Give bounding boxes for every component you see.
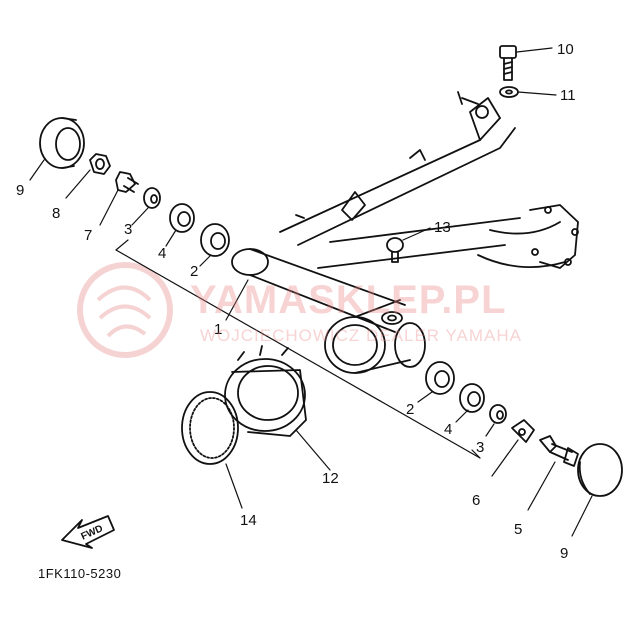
cap-9-right bbox=[577, 443, 623, 497]
bolt-10 bbox=[499, 45, 517, 81]
callout-4-right: 4 bbox=[444, 421, 452, 438]
callout-6: 6 bbox=[472, 492, 480, 509]
callout-labels: 10 11 9 8 7 3 4 2 13 1 2 4 3 6 5 9 12 14 bbox=[16, 41, 576, 562]
watermark-logo bbox=[77, 262, 173, 358]
rubber-boot-12 bbox=[224, 345, 307, 437]
gasket-ring-14 bbox=[181, 391, 239, 465]
bearing-2-left bbox=[200, 223, 230, 257]
callout-2-left: 2 bbox=[190, 263, 198, 280]
fwd-arrow-icon: FWD bbox=[61, 515, 115, 549]
callout-13: 13 bbox=[434, 219, 451, 236]
bearing-2-right bbox=[425, 361, 455, 395]
callout-4-left: 4 bbox=[158, 245, 166, 262]
callout-11: 11 bbox=[560, 87, 576, 104]
callout-5: 5 bbox=[514, 521, 522, 538]
nut-8 bbox=[89, 153, 111, 175]
oil-seal-9-left bbox=[39, 117, 85, 169]
bearing-4-right bbox=[459, 383, 485, 413]
callout-1: 1 bbox=[214, 321, 222, 338]
assembly-lines bbox=[115, 239, 481, 459]
leader-lines bbox=[29, 47, 593, 537]
part-code: 1FK110-5230 bbox=[38, 566, 122, 581]
pivot-bolt-5 bbox=[539, 435, 579, 467]
collar-3-left bbox=[143, 187, 161, 209]
callout-14: 14 bbox=[240, 512, 257, 529]
callout-3-left: 3 bbox=[124, 221, 132, 238]
callout-9-left: 9 bbox=[16, 182, 24, 199]
pivot-bolt-7 bbox=[115, 171, 139, 193]
swing-arm bbox=[231, 91, 579, 374]
lock-washer-6 bbox=[511, 419, 535, 443]
callout-8: 8 bbox=[52, 205, 60, 222]
bearing-4-left bbox=[169, 203, 195, 233]
callout-2-right: 2 bbox=[406, 401, 414, 418]
callout-10: 10 bbox=[557, 41, 574, 58]
callout-3-right: 3 bbox=[476, 439, 484, 456]
callout-7: 7 bbox=[84, 227, 92, 244]
callout-12: 12 bbox=[322, 470, 339, 487]
washer-11 bbox=[499, 86, 519, 98]
grease-nipple-13 bbox=[386, 237, 404, 263]
collar-3-right bbox=[489, 404, 507, 424]
callout-9-right: 9 bbox=[560, 545, 568, 562]
